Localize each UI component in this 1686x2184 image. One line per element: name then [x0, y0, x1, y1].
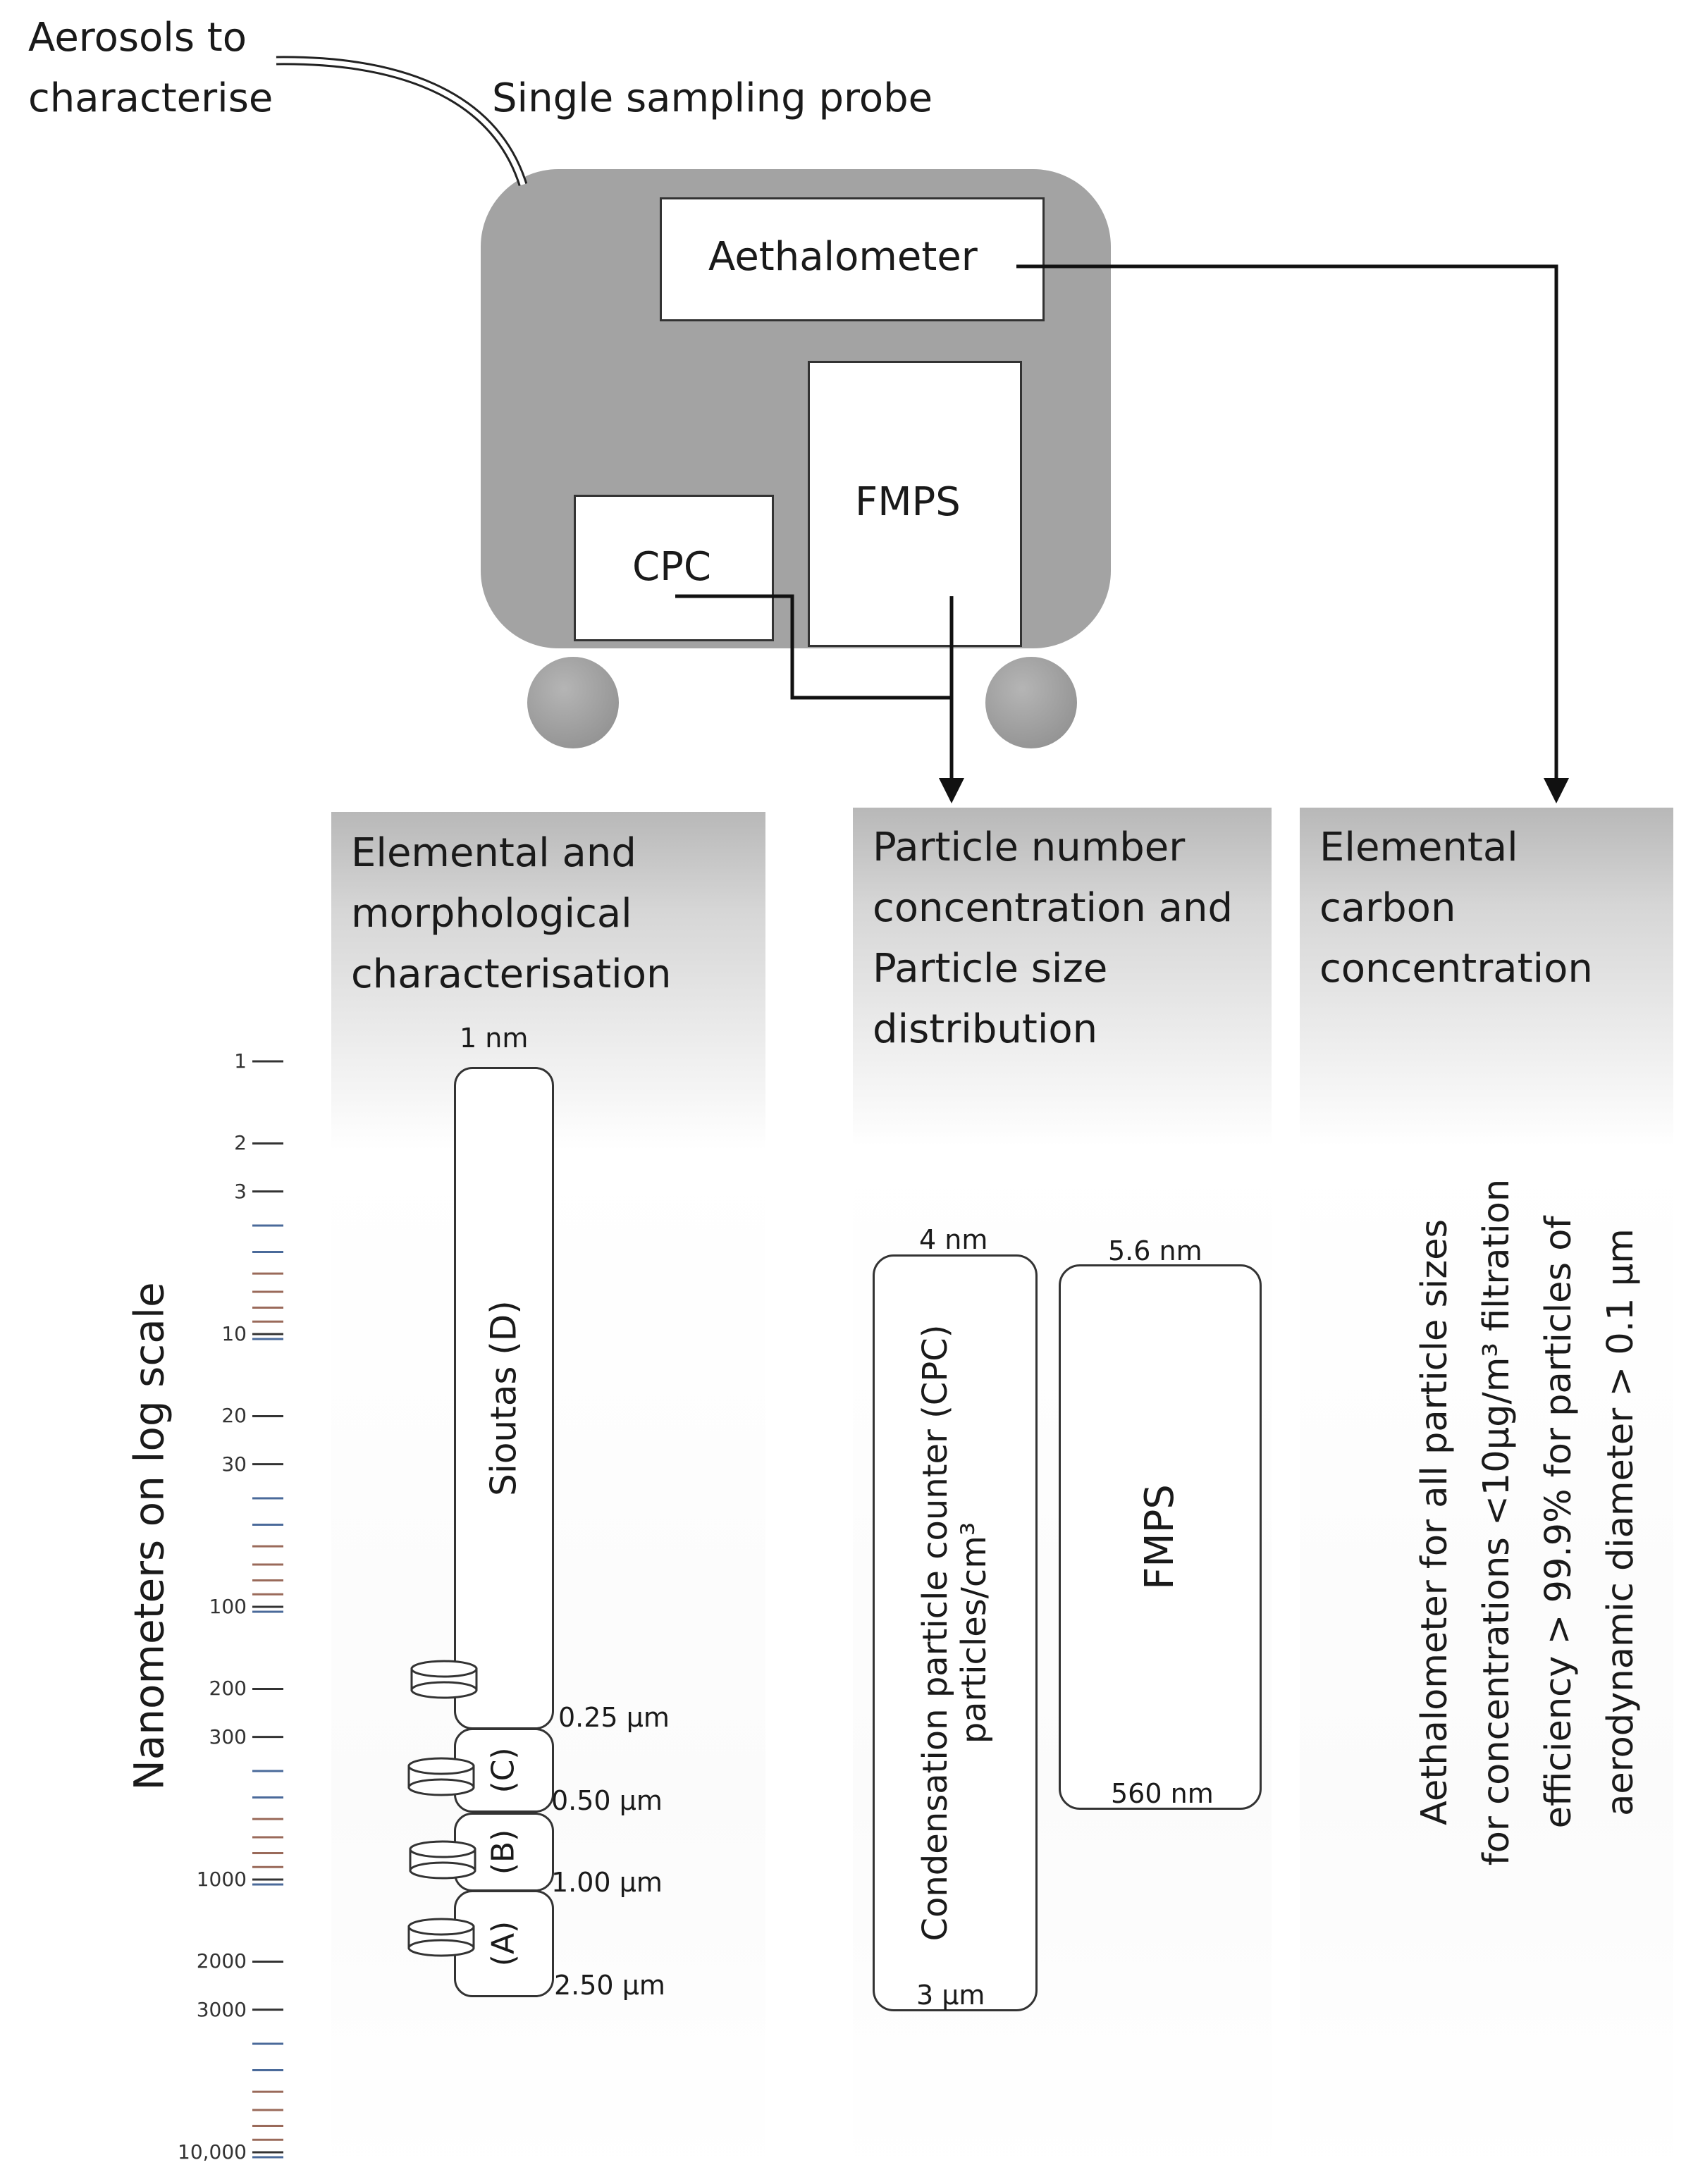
filter-disc	[410, 1660, 478, 1699]
particle-number-panel-title-line4: distribution	[873, 1006, 1098, 1052]
sioutas-top-label: 1 nm	[460, 1023, 529, 1054]
aethalometer-note-line2: for concentrations <10µg/m³ filtration	[1476, 1178, 1518, 1866]
cpc-range-label: Condensation particle counter (CPC) part…	[916, 1324, 994, 1941]
elemental-panel-title-line2: morphological	[351, 891, 632, 937]
axis-tick-label: 10,000	[178, 2140, 247, 2164]
fmps-range-box: FMPS	[1059, 1264, 1262, 1810]
filter-disc	[409, 1840, 476, 1880]
log-axis	[252, 1060, 283, 2159]
sioutas-stage-d: Sioutas (D)	[454, 1067, 554, 1729]
aethalometer-instrument: Aethalometer	[660, 197, 1045, 321]
aethalometer-note-line1: Aethalometer for all particle sizes	[1414, 1219, 1456, 1826]
axis-tick-label: 200	[209, 1677, 247, 1701]
carbon-panel-title-line3: concentration	[1319, 946, 1593, 992]
cpc-bottom-label: 3 µm	[916, 1980, 985, 2011]
cpc-top-label: 4 nm	[919, 1224, 988, 1255]
carbon-panel-title-line1: Elemental	[1319, 825, 1518, 870]
cart-wheel-right	[985, 657, 1077, 748]
axis-tick-label: 2000	[196, 1949, 247, 1973]
fmps-instrument-label: FMPS	[855, 479, 961, 525]
sioutas-cut-c-label: 0.50 µm	[551, 1785, 663, 1816]
aethalometer-instrument-label: Aethalometer	[708, 234, 978, 280]
cpc-instrument-label: CPC	[632, 544, 711, 590]
aerosols-label-line1: Aerosols to	[28, 15, 247, 61]
aethalometer-note-line4: aerodynamic diameter > 0.1 µm	[1600, 1228, 1642, 1816]
filter-disc	[407, 1918, 475, 1957]
axis-tick-label: 1	[234, 1049, 247, 1073]
aethalometer-note-line3: efficiency > 99.9% for particles of	[1538, 1216, 1580, 1829]
aethalometer-note: Aethalometer for all particle sizes for …	[1404, 1179, 1652, 1866]
sampling-probe-label: Single sampling probe	[492, 75, 933, 121]
axis-tick-label: 2	[234, 1131, 247, 1155]
sioutas-cut-d-label: 0.25 µm	[558, 1702, 670, 1733]
particle-number-panel-title-line1: Particle number	[873, 825, 1186, 870]
aerosols-label-line2: characterise	[28, 75, 273, 121]
fmps-instrument: FMPS	[808, 361, 1022, 647]
axis-tick-label: 10	[221, 1322, 247, 1345]
axis-tick-label: 100	[209, 1595, 247, 1618]
cpc-range-label-line1: Condensation particle counter (CPC)	[915, 1324, 955, 1942]
fmps-top-label: 5.6 nm	[1108, 1235, 1202, 1266]
particle-number-panel-title-line3: Particle size	[873, 946, 1108, 992]
axis-tick-label: 300	[209, 1725, 247, 1748]
sioutas-cut-a-label: 2.50 µm	[554, 1970, 665, 2001]
filter-disc	[407, 1757, 475, 1796]
axis-tick-label: 3000	[196, 1997, 247, 2021]
cpc-range-label-line2: particles/cm³	[954, 1522, 994, 1744]
axis-tick-label: 3	[234, 1179, 247, 1203]
cpc-instrument: CPC	[574, 495, 774, 641]
axis-tick-label: 1000	[196, 1868, 247, 1891]
fmps-range-label: FMPS	[1136, 1484, 1183, 1590]
carbon-panel-title-line2: carbon	[1319, 885, 1456, 931]
cpc-range-box: Condensation particle counter (CPC) part…	[873, 1254, 1038, 2011]
sioutas-cut-b-label: 1.00 µm	[551, 1867, 663, 1898]
fmps-bottom-label: 560 nm	[1111, 1778, 1214, 1809]
axis-tick-label: 30	[221, 1452, 247, 1476]
cart-wheel-left	[527, 657, 619, 748]
axis-tick-label: 20	[221, 1404, 247, 1428]
elemental-panel-title-line3: characterisation	[351, 951, 672, 997]
particle-number-panel-title-line2: concentration and	[873, 885, 1233, 931]
elemental-panel-title-line1: Elemental and	[351, 830, 636, 876]
carbon-panel	[1300, 808, 1673, 2184]
